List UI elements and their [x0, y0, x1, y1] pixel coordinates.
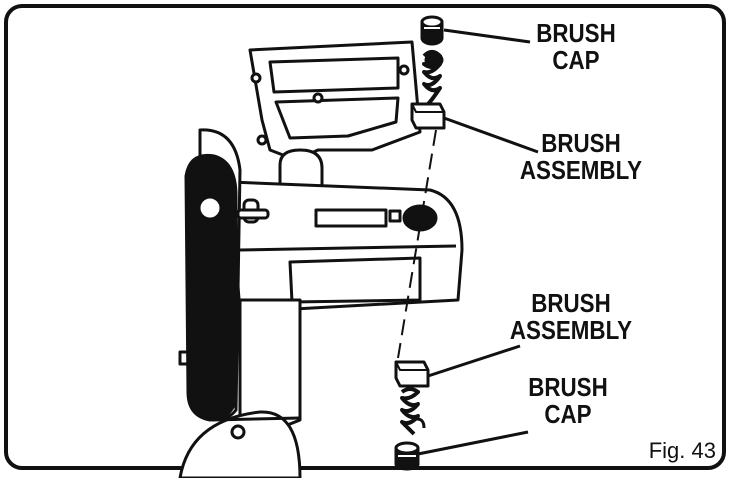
saw-base [178, 410, 302, 478]
label-line: CAP [552, 45, 600, 75]
bottom-brush-block [394, 360, 430, 388]
label-line: BRUSH [528, 372, 608, 402]
leader-bottom-cap [417, 430, 529, 456]
figure-number: Fig. 43 [648, 438, 716, 463]
label-line: ASSEMBLY [509, 315, 633, 345]
brush-axis [397, 129, 437, 359]
bottom-brush-cap-part [394, 441, 420, 471]
label-line: ASSEMBLY [519, 155, 643, 185]
label-line: BRUSH [536, 18, 616, 48]
blade-cover [184, 153, 238, 422]
top-brush-spring [422, 50, 444, 106]
leader-top-cap [443, 28, 531, 44]
label-brush-cap-top: BRUSH CAP [524, 20, 627, 74]
top-brush-cap-part [420, 15, 444, 46]
label-brush-cap-bottom: BRUSH CAP [516, 374, 619, 428]
label-brush-assembly-top: BRUSH ASSEMBLY [517, 130, 646, 184]
label-brush-assembly-bottom: BRUSH ASSEMBLY [507, 290, 636, 344]
label-line: BRUSH [531, 288, 611, 318]
label-line: BRUSH [541, 128, 621, 158]
bottom-brush-spring [400, 387, 426, 436]
label-line: CAP [544, 399, 592, 429]
leader-top-assembly [443, 116, 539, 154]
leader-bottom-assembly [427, 344, 521, 378]
top-brush-block [410, 102, 446, 130]
